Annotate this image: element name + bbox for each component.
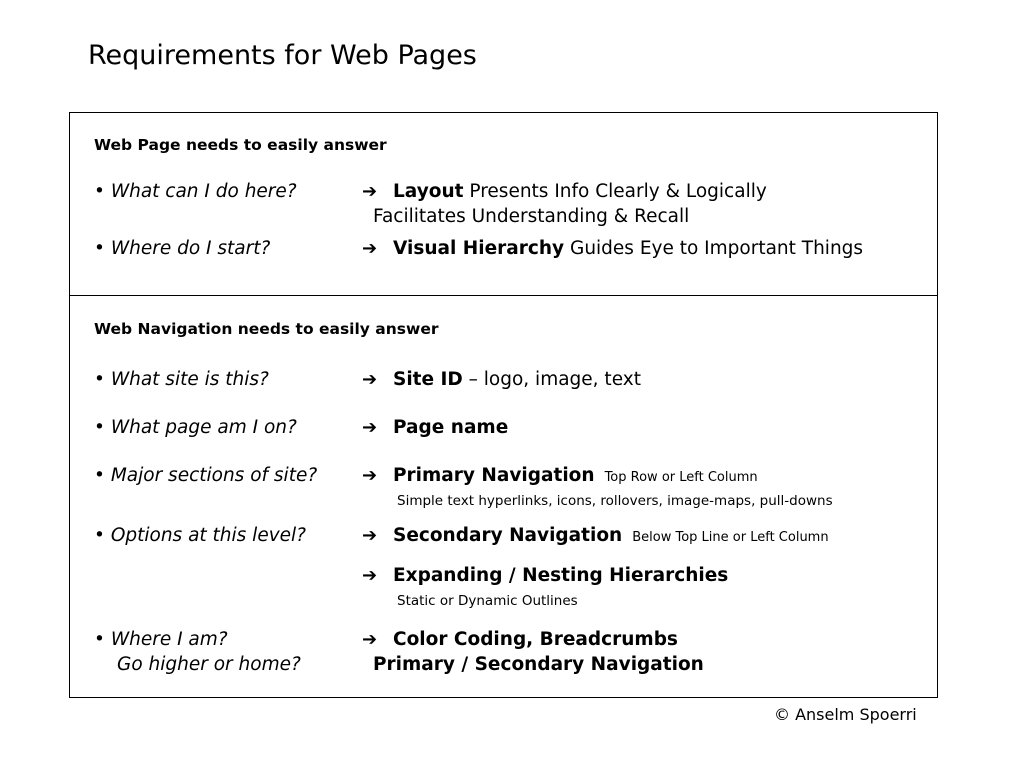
- answer-keyword: Color Coding, Breadcrumbs: [393, 629, 678, 650]
- web-page-requirements-box: Web Page needs to easily answer • What c…: [69, 112, 938, 296]
- question-text: What page am I on?: [110, 417, 297, 438]
- arrow-icon: ➔: [362, 465, 378, 486]
- arrow-icon: ➔: [362, 181, 378, 202]
- question-text: Major sections of site?: [110, 465, 318, 486]
- question-text: Where do I start?: [110, 238, 271, 259]
- answer-keyword: Expanding / Nesting Hierarchies: [393, 565, 729, 586]
- arrow-icon: ➔: [362, 238, 378, 259]
- arrow-icon: ➔: [362, 417, 378, 438]
- answer-keyword: Page name: [393, 417, 509, 438]
- answer-note: Top Row or Left Column: [604, 470, 758, 485]
- answer-keyword: Site ID: [393, 369, 463, 390]
- bullet: •: [94, 465, 105, 486]
- question-text: Where I am?: [110, 629, 228, 650]
- question: • What can I do here?: [94, 179, 297, 204]
- question: • Major sections of site?: [94, 463, 317, 488]
- question: • What page am I on?: [94, 415, 297, 440]
- question-continuation: Go higher or home?: [117, 654, 301, 675]
- page-title: Requirements for Web Pages: [88, 40, 477, 71]
- answer: Expanding / Nesting Hierarchies: [393, 563, 728, 588]
- answer: Color Coding, Breadcrumbs: [393, 627, 678, 652]
- bullet: •: [94, 629, 105, 650]
- answer-continuation: Facilitates Understanding & Recall: [373, 206, 690, 227]
- arrow-icon: ➔: [362, 369, 378, 390]
- answer-text: – logo, image, text: [468, 369, 641, 390]
- answer-keyword: Layout: [393, 181, 464, 202]
- answer: Site ID – logo, image, text: [393, 367, 641, 392]
- web-navigation-requirements-box: Web Navigation needs to easily answer • …: [69, 295, 938, 698]
- arrow-icon: ➔: [362, 629, 378, 650]
- answer-subnote: Static or Dynamic Outlines: [397, 593, 578, 609]
- answer-text: Presents Info Clearly & Logically: [469, 181, 767, 202]
- question: • Where do I start?: [94, 236, 270, 261]
- answer: Secondary Navigation Below Top Line or Le…: [393, 523, 829, 550]
- answer: Visual Hierarchy Guides Eye to Important…: [393, 236, 863, 261]
- question: • Options at this level?: [94, 523, 306, 548]
- arrow-icon: ➔: [362, 525, 378, 546]
- question-text: Options at this level?: [110, 525, 306, 546]
- answer: Primary Navigation Top Row or Left Column: [393, 463, 758, 490]
- answer-subnote: Simple text hyperlinks, icons, rollovers…: [397, 493, 833, 509]
- question-text: What can I do here?: [110, 181, 297, 202]
- answer: Layout Presents Info Clearly & Logically: [393, 179, 767, 204]
- answer-text: Guides Eye to Important Things: [569, 238, 864, 259]
- bullet: •: [94, 525, 105, 546]
- answer-note: Below Top Line or Left Column: [632, 530, 829, 545]
- copyright-footer: © Anselm Spoerri: [774, 705, 917, 724]
- question-text: What site is this?: [110, 369, 269, 390]
- question: • Where I am?: [94, 627, 228, 652]
- section-heading: Web Page needs to easily answer: [94, 136, 387, 154]
- bullet: •: [94, 181, 105, 202]
- answer: Page name: [393, 415, 508, 440]
- answer-keyword: Secondary Navigation: [393, 525, 623, 546]
- bullet: •: [94, 238, 105, 259]
- answer-keyword: Primary Navigation: [393, 465, 595, 486]
- bullet: •: [94, 369, 105, 390]
- section-heading: Web Navigation needs to easily answer: [94, 320, 439, 338]
- arrow-icon: ➔: [362, 565, 378, 586]
- bullet: •: [94, 417, 105, 438]
- answer-continuation: Primary / Secondary Navigation: [373, 654, 704, 675]
- question: • What site is this?: [94, 367, 269, 392]
- answer-keyword: Visual Hierarchy: [393, 238, 565, 259]
